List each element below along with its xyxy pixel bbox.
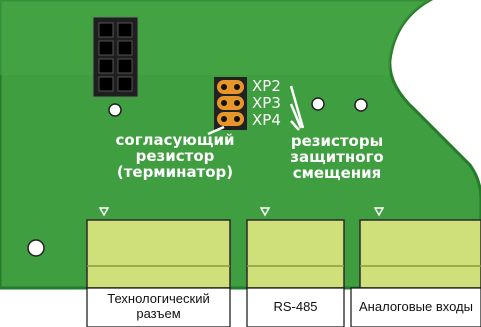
pointer-lines: [207, 85, 305, 136]
jumper-label-xp4: XP4: [252, 111, 281, 129]
mount-hole: [311, 97, 325, 111]
terminator-line-1: согласующий: [115, 131, 235, 149]
connector-analog: [359, 219, 481, 289]
terminator-line-3: (терминатор): [116, 163, 234, 181]
connector-rs485-line-1: RS-485: [273, 299, 318, 314]
connector-tech: [86, 219, 231, 289]
jumper-label-xp3: XP3: [252, 94, 281, 112]
pin1-markers: [98, 207, 385, 217]
bias-line-3: смещения: [292, 164, 382, 182]
mount-hole: [27, 239, 45, 257]
bias-resistors-label: резисторы защитного смещения: [272, 133, 402, 181]
terminator-line-2: резистор: [135, 147, 215, 165]
connector-analog-line-1: Аналоговые входы: [359, 299, 473, 314]
mount-hole: [108, 103, 122, 117]
bias-line-2: защитного: [290, 148, 384, 166]
connector-label-tech: Технологический разъем: [87, 291, 230, 321]
connector-label-rs485: RS-485: [247, 299, 344, 314]
jumper-headers: [214, 77, 247, 130]
pin-header-block: [92, 16, 139, 98]
connector-label-analog: Аналоговые входы: [351, 299, 481, 314]
connector-tech-line-2: разъем: [136, 306, 181, 321]
mount-hole: [354, 98, 368, 112]
terminator-label: согласующий резистор (терминатор): [100, 132, 250, 180]
jumper-label-xp2: XP2: [252, 77, 281, 95]
connector-tech-line-1: Технологический: [107, 291, 210, 306]
connector-rs485: [246, 219, 345, 289]
bias-line-1: резисторы: [290, 132, 384, 150]
